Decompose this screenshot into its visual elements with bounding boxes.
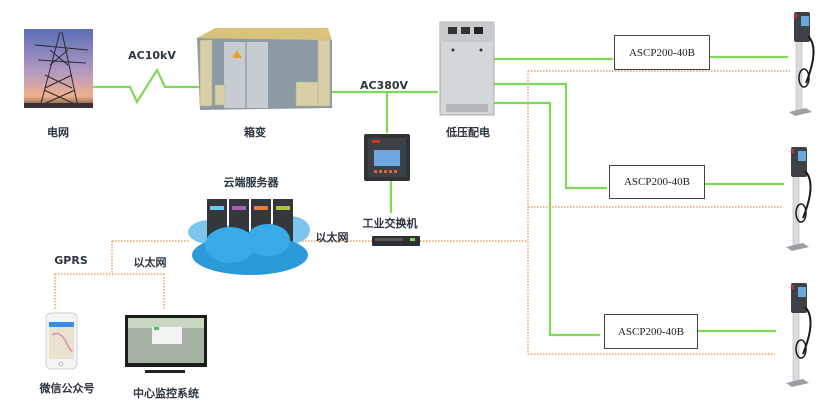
ethernet-client-label: 以太网 xyxy=(133,256,167,269)
comm-lines xyxy=(54,70,790,355)
industrial-switch-label: 工业交换机 xyxy=(362,217,418,230)
gprs-label: GPRS xyxy=(54,254,88,267)
power-lines xyxy=(93,55,788,337)
ev-charger-icon-3 xyxy=(786,283,812,387)
ethernet-switch-label: 以太网 xyxy=(315,231,349,244)
ac380v-label: AC380V xyxy=(359,79,409,92)
branch-2-line xyxy=(493,82,607,190)
charger-model-box-3: ASCP200-40B xyxy=(604,314,698,349)
distribution-cabinet-icon xyxy=(439,21,495,116)
charger-model-box-2: ASCP200-40B xyxy=(609,165,705,199)
charger-model-box-1: ASCP200-40B xyxy=(614,35,710,70)
smartphone-icon xyxy=(45,312,78,370)
network-switch-icon xyxy=(372,236,420,246)
power-tower-icon xyxy=(24,29,93,108)
monitor-icon xyxy=(125,315,207,373)
monitor-system-label: 中心监控系统 xyxy=(133,387,199,400)
box-transformer-icon xyxy=(197,28,332,110)
power-meter-icon xyxy=(364,134,410,181)
ev-charger-icon-1 xyxy=(789,12,815,116)
ev-charger-icon-2 xyxy=(786,147,812,251)
grid-label: 电网 xyxy=(47,126,69,139)
low-voltage-dist-label: 低压配电 xyxy=(446,126,490,139)
box-transformer-label: 箱变 xyxy=(244,126,266,139)
ac10kv-label: AC10kV xyxy=(128,49,176,62)
cloud-server-icon xyxy=(188,199,310,275)
wechat-label: 微信公众号 xyxy=(39,382,95,395)
branch-3-line xyxy=(493,101,600,337)
cloud-server-label: 云端服务器 xyxy=(223,176,279,189)
ac10kv-line xyxy=(93,67,200,105)
